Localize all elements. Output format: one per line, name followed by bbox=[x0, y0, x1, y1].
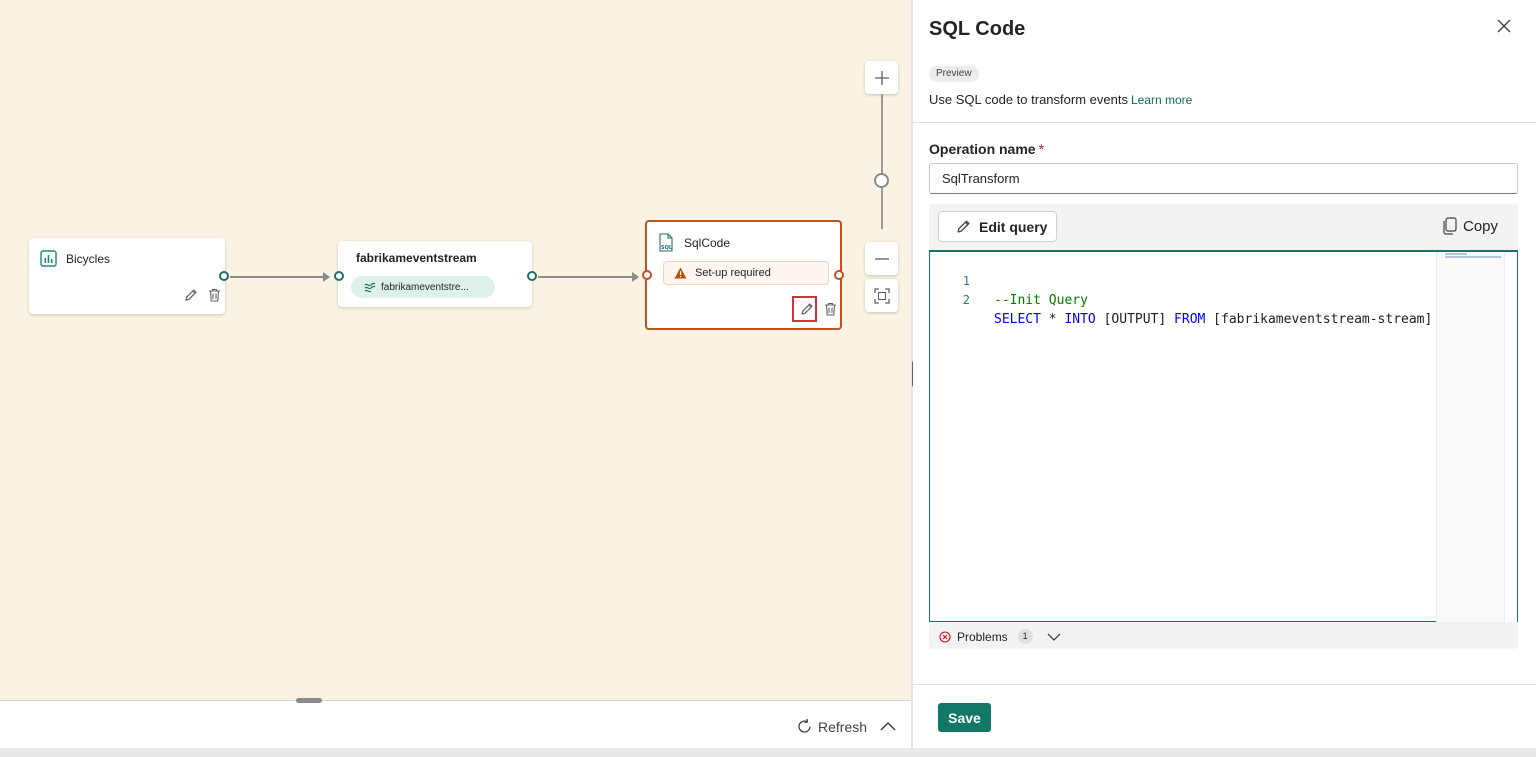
stream-pill: fabrikameventstre... bbox=[351, 276, 495, 298]
edit-pencil-icon[interactable] bbox=[799, 301, 815, 317]
pipeline-canvas[interactable]: Bicycles fabrikameventstream fabrikameve… bbox=[0, 0, 913, 700]
code-text: [fabrikameventstream-stream] bbox=[1205, 312, 1433, 327]
output-port[interactable] bbox=[527, 271, 537, 281]
resize-grip[interactable] bbox=[296, 698, 322, 703]
sql-code-panel: SQL Code Preview Use SQL code to transfo… bbox=[913, 0, 1536, 748]
node-title: fabrikameventstream bbox=[356, 251, 477, 265]
refresh-button[interactable]: Refresh bbox=[796, 718, 867, 735]
code-line: 1 --Init Query bbox=[930, 253, 1435, 308]
zoom-slider-track[interactable] bbox=[881, 94, 883, 229]
editor-scrollbar[interactable] bbox=[1504, 252, 1517, 622]
node-bicycles[interactable]: Bicycles bbox=[29, 238, 225, 314]
svg-text:SQL: SQL bbox=[661, 245, 673, 251]
connector-line bbox=[230, 272, 330, 282]
node-title: Bicycles bbox=[66, 252, 111, 266]
problems-toggle[interactable]: Problems 1 bbox=[939, 629, 1061, 644]
edit-pencil-icon[interactable] bbox=[183, 287, 199, 303]
edit-query-button[interactable]: Edit query bbox=[938, 211, 1057, 242]
fit-view-icon bbox=[873, 287, 890, 304]
edit-highlight-box bbox=[792, 296, 817, 322]
stream-pill-label: fabrikameventstre... bbox=[381, 281, 469, 293]
problems-count-badge: 1 bbox=[1017, 629, 1033, 644]
problems-label: Problems bbox=[957, 629, 1008, 644]
edit-query-label: Edit query bbox=[979, 218, 1048, 235]
operation-name-input[interactable] bbox=[929, 163, 1518, 194]
preview-badge: Preview bbox=[929, 66, 979, 82]
plus-icon bbox=[874, 70, 889, 85]
input-port[interactable] bbox=[334, 271, 344, 281]
zoom-slider-thumb[interactable] bbox=[874, 173, 889, 188]
chevron-up-icon[interactable] bbox=[880, 719, 896, 737]
code-minimap[interactable] bbox=[1436, 252, 1504, 622]
stream-icon bbox=[364, 282, 376, 293]
node-sqlcode[interactable]: SQL SqlCode Set-up required bbox=[645, 220, 842, 330]
node-title: SqlCode bbox=[684, 236, 731, 250]
connector-line bbox=[538, 272, 639, 282]
code-text: [OUTPUT] bbox=[1095, 312, 1175, 327]
warning-icon bbox=[674, 267, 687, 279]
copy-icon bbox=[1443, 217, 1457, 235]
header-divider bbox=[913, 122, 1536, 123]
delete-trash-icon[interactable] bbox=[822, 301, 838, 317]
required-marker: * bbox=[1038, 141, 1045, 157]
input-port[interactable] bbox=[642, 270, 652, 280]
code-keyword: INTO bbox=[1064, 312, 1096, 327]
code-keyword: FROM bbox=[1174, 312, 1206, 327]
output-port[interactable] bbox=[834, 270, 844, 280]
canvas-bottom-bar: Refresh bbox=[0, 698, 913, 748]
code-keyword: SELECT bbox=[994, 312, 1041, 327]
line-number: 2 bbox=[962, 293, 970, 307]
learn-more-link[interactable]: Learn more bbox=[1130, 93, 1193, 107]
copy-label: Copy bbox=[1463, 217, 1499, 235]
sql-file-icon: SQL bbox=[657, 232, 675, 252]
setup-required-label: Set-up required bbox=[695, 267, 771, 279]
operation-name-label: Operation name* bbox=[929, 141, 1044, 157]
setup-required-banner: Set-up required bbox=[663, 261, 829, 285]
code-text: * bbox=[1040, 312, 1065, 327]
minus-icon bbox=[874, 257, 889, 260]
status-strip bbox=[0, 748, 1536, 757]
line-number: 1 bbox=[962, 274, 970, 288]
code-line: 2 SELECT * INTO [OUTPUT] FROM [fabrikame… bbox=[930, 272, 1435, 327]
query-editor-container: Edit query Copy 1 --Init Query 2 SELECT … bbox=[929, 204, 1518, 649]
error-circle-icon bbox=[939, 630, 951, 643]
zoom-out-button[interactable] bbox=[865, 242, 898, 275]
chart-icon bbox=[39, 249, 57, 267]
output-port[interactable] bbox=[219, 271, 229, 281]
description-text: Use SQL code to transform events bbox=[929, 92, 1128, 107]
refresh-label: Refresh bbox=[818, 718, 868, 735]
zoom-in-button[interactable] bbox=[865, 61, 898, 94]
edit-pencil-icon bbox=[957, 220, 970, 233]
delete-trash-icon[interactable] bbox=[206, 287, 222, 303]
refresh-icon bbox=[798, 718, 811, 733]
node-eventstream[interactable]: fabrikameventstream fabrikameventstre... bbox=[338, 241, 532, 307]
panel-title: SQL Code bbox=[929, 18, 1026, 40]
copy-button[interactable]: Copy bbox=[1442, 217, 1498, 235]
footer-divider bbox=[913, 684, 1536, 685]
save-button[interactable]: Save bbox=[938, 703, 991, 732]
code-comment: --Init Query bbox=[994, 293, 1088, 308]
chevron-down-icon bbox=[1047, 633, 1061, 641]
close-icon[interactable] bbox=[1497, 19, 1511, 38]
operation-name-label-text: Operation name bbox=[929, 141, 1036, 157]
code-editor[interactable]: 1 --Init Query 2 SELECT * INTO [OUTPUT] … bbox=[929, 250, 1518, 622]
fit-view-button[interactable] bbox=[865, 279, 898, 312]
